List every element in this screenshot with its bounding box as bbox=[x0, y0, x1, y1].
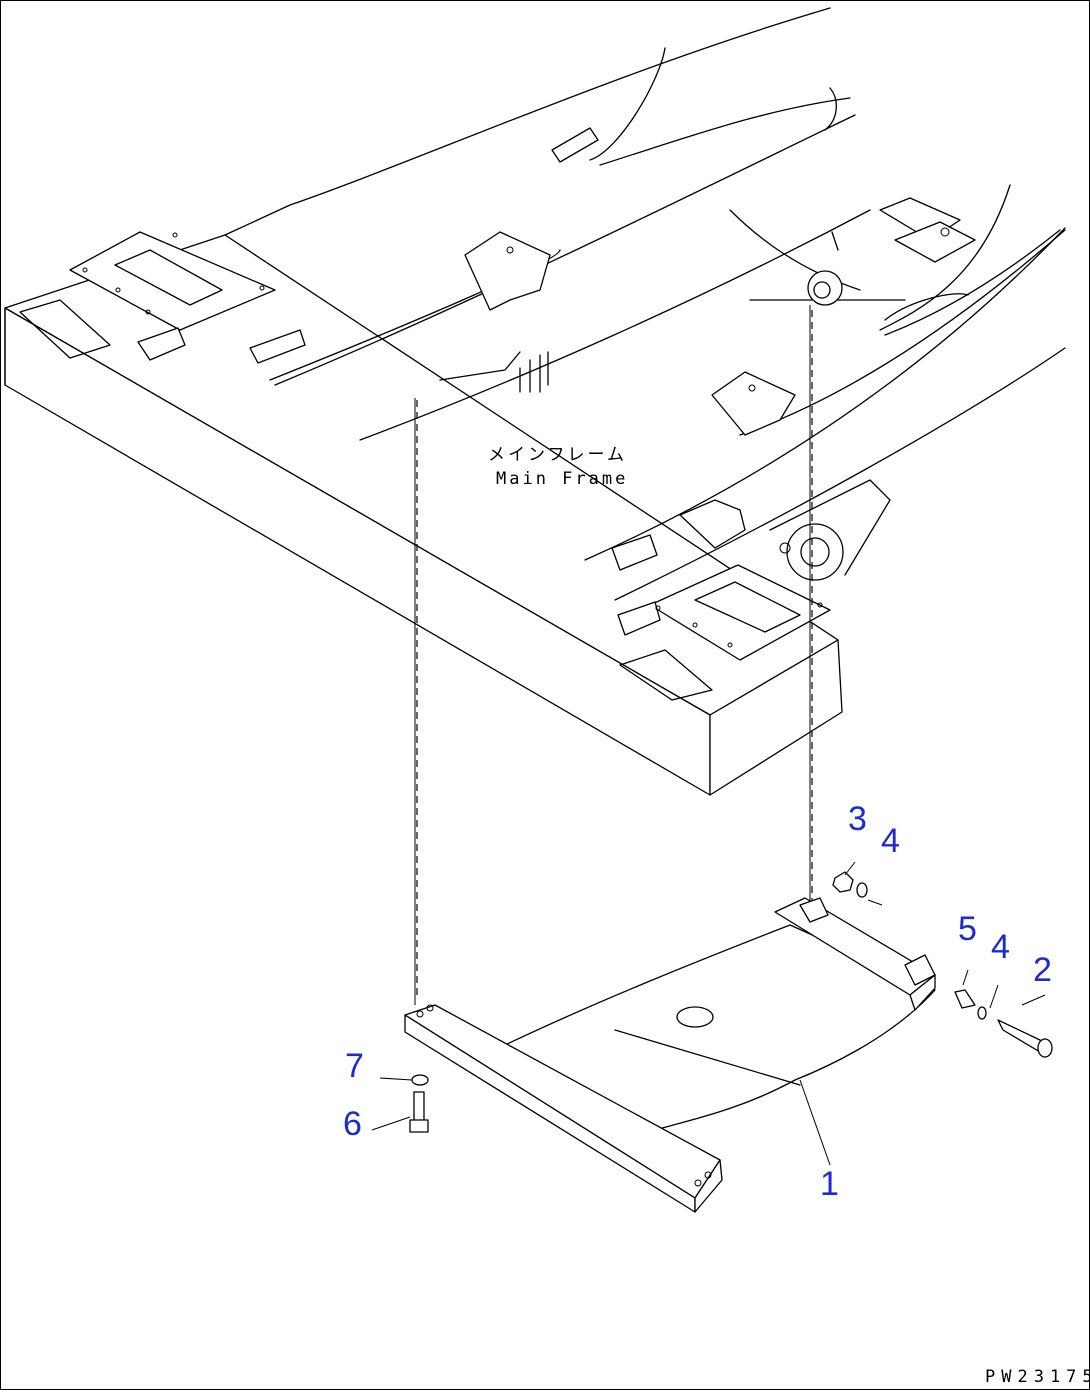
collar bbox=[954, 989, 976, 1009]
callout-4-lower: 4 bbox=[991, 928, 1010, 966]
main-frame: メインフレーム Main Frame bbox=[4, 7, 1066, 796]
callout-1: 1 bbox=[820, 1165, 839, 1203]
left-pad bbox=[137, 327, 186, 361]
callout-3: 3 bbox=[848, 800, 867, 838]
leader-lines bbox=[371, 861, 1046, 1166]
main-frame-end-face bbox=[709, 639, 843, 796]
nut bbox=[832, 871, 854, 893]
left-pad-2 bbox=[249, 329, 306, 364]
callout-5: 5 bbox=[958, 910, 977, 948]
fasteners bbox=[409, 871, 1053, 1133]
mid-bracket bbox=[711, 371, 796, 436]
washer-lower bbox=[977, 1006, 987, 1020]
rear-hinge-lug bbox=[799, 897, 829, 923]
lower-boss bbox=[679, 499, 746, 549]
callout-7: 7 bbox=[345, 1047, 364, 1085]
center-bracket bbox=[464, 231, 551, 311]
lower-rail-edge bbox=[584, 227, 1066, 561]
callout-4-upper: 4 bbox=[881, 822, 900, 860]
cover-hole bbox=[676, 1006, 714, 1028]
washer-upper bbox=[856, 882, 868, 898]
side-hinge-lug bbox=[904, 954, 936, 986]
hanging-studs bbox=[519, 351, 549, 393]
upper-rail-edge bbox=[224, 7, 831, 236]
callout-2: 2 bbox=[1033, 951, 1052, 989]
frame-label-jp: メインフレーム bbox=[488, 445, 627, 465]
left-mount-plate bbox=[69, 231, 276, 331]
pivot-bore bbox=[786, 523, 844, 581]
upper-rail-lower-edge bbox=[274, 114, 856, 386]
top-hinge bbox=[551, 127, 599, 163]
frame-label-en: Main Frame bbox=[496, 469, 628, 489]
under-cover-plate bbox=[504, 924, 936, 1131]
right-mount-plate bbox=[649, 564, 831, 661]
assembly-guide-lines bbox=[414, 305, 813, 1005]
drawing-code: PW23175 bbox=[985, 1367, 1090, 1387]
callout-6: 6 bbox=[343, 1105, 362, 1143]
callout-numbers: 1 2 3 4 4 5 6 7 bbox=[343, 800, 1052, 1203]
under-cover-assembly bbox=[404, 897, 936, 1213]
